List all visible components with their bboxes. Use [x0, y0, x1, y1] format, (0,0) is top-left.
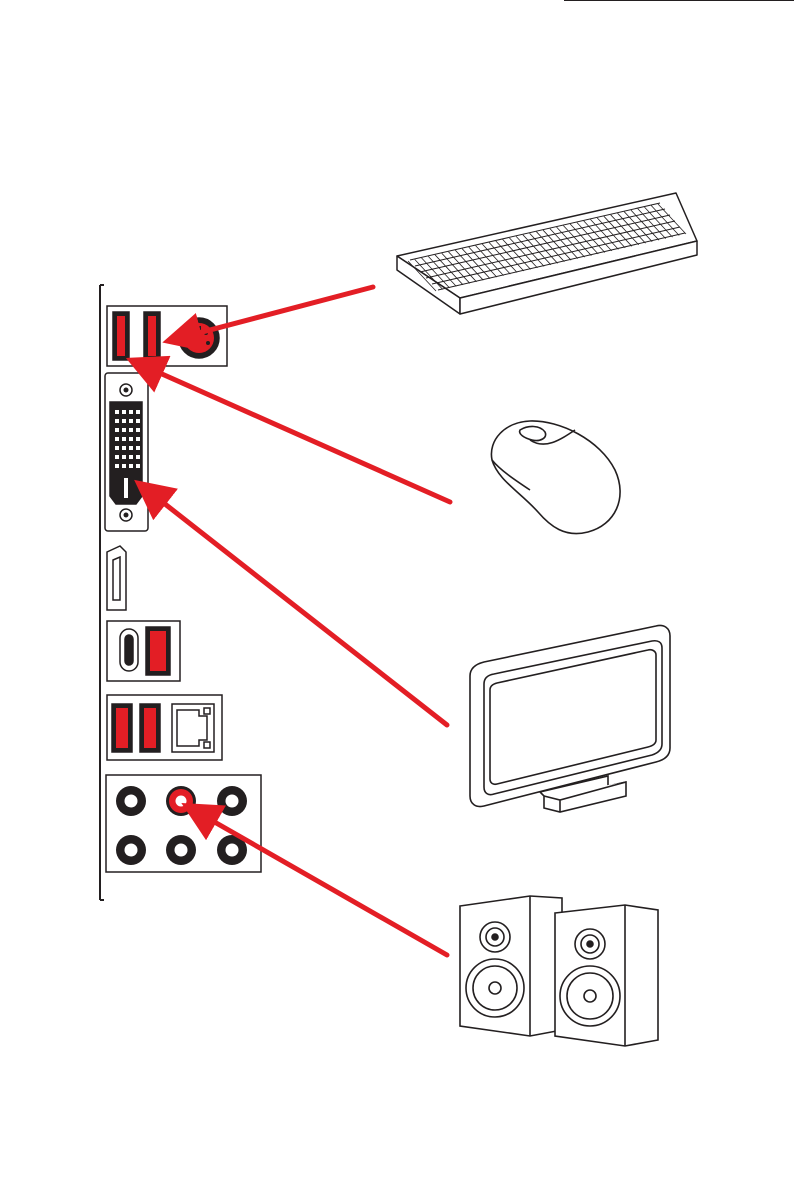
usb-lan-block — [107, 695, 222, 760]
lan-port[interactable] — [172, 704, 214, 752]
monitor-icon — [470, 625, 670, 812]
keyboard-icon — [397, 193, 697, 314]
arrow-mouse-to-usb — [135, 362, 450, 502]
displayport-port[interactable] — [107, 546, 126, 610]
usb-c-block — [107, 621, 180, 681]
mouse-icon — [491, 421, 620, 534]
usb-ps2-block — [107, 306, 227, 366]
arrow-speakers-to-audio — [190, 808, 447, 955]
arrow-monitor-to-dvi — [142, 486, 447, 725]
audio-jack-block — [106, 775, 261, 872]
speakers-icon — [460, 896, 658, 1046]
rear-io-panel — [100, 285, 261, 900]
dvi-port[interactable] — [105, 373, 148, 531]
